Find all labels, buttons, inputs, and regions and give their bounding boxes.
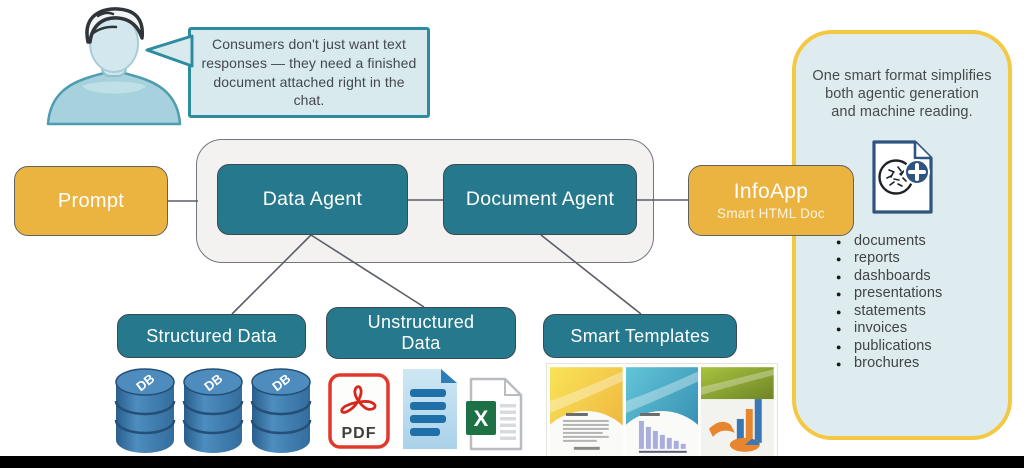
database-icon: DB (182, 368, 244, 453)
node-infoapp-subtitle: Smart HTML Doc (717, 205, 825, 221)
node-prompt: Prompt (14, 166, 168, 236)
node-smart-templates: Smart Templates (543, 314, 737, 358)
output-format-list: documents reports dashboards presentatio… (836, 233, 1008, 373)
text-document-icon (399, 367, 461, 456)
node-document-agent-label: Document Agent (465, 188, 615, 210)
node-infoapp-title: InfoApp (733, 180, 809, 204)
list-item: statements (836, 303, 1008, 321)
pdf-label: PDF (342, 425, 377, 442)
list-item: brochures (836, 355, 1008, 373)
info-panel-description: One smart format simplifies both agentic… (812, 68, 992, 120)
node-infoapp: InfoApp Smart HTML Doc (688, 165, 854, 236)
list-item: reports (836, 250, 1008, 268)
speech-bubble-tail (145, 34, 194, 68)
excel-file-icon: X (464, 377, 526, 456)
pdf-file-icon: PDF (327, 372, 391, 455)
list-item: invoices (836, 320, 1008, 338)
database-icon: DB (250, 368, 312, 453)
info-panel: One smart format simplifies both agentic… (792, 30, 1012, 440)
template-thumbnail-green (701, 367, 775, 456)
consumer-avatar-icon (42, 6, 187, 131)
bottom-bar (0, 456, 1024, 468)
node-data-agent-label: Data Agent (262, 188, 363, 210)
list-item: publications (836, 338, 1008, 356)
speech-bubble-text: Consumers don't just want text responses… (201, 36, 417, 109)
template-thumbnail-teal (625, 367, 699, 456)
node-data-agent: Data Agent (217, 164, 408, 235)
smart-doc-plus-icon (796, 138, 1008, 221)
template-thumbnails (546, 363, 778, 460)
node-structured-data: Structured Data (117, 314, 306, 358)
database-icons-row: DB DB DB (113, 367, 313, 455)
node-document-agent: Document Agent (443, 164, 637, 235)
node-unstructured-data: Unstructured Data (326, 307, 516, 359)
list-item: presentations (836, 285, 1008, 303)
node-prompt-label: Prompt (57, 189, 125, 212)
list-item: documents (836, 233, 1008, 251)
node-structured-data-label: Structured Data (146, 325, 277, 346)
template-thumbnail-yellow (550, 367, 623, 456)
database-icon: DB (114, 368, 176, 453)
node-unstructured-data-label: Unstructured Data (367, 312, 475, 353)
list-item: dashboards (836, 268, 1008, 286)
excel-x-label: X (474, 406, 489, 431)
speech-bubble: Consumers don't just want text responses… (188, 27, 430, 118)
node-smart-templates-label: Smart Templates (570, 325, 710, 346)
